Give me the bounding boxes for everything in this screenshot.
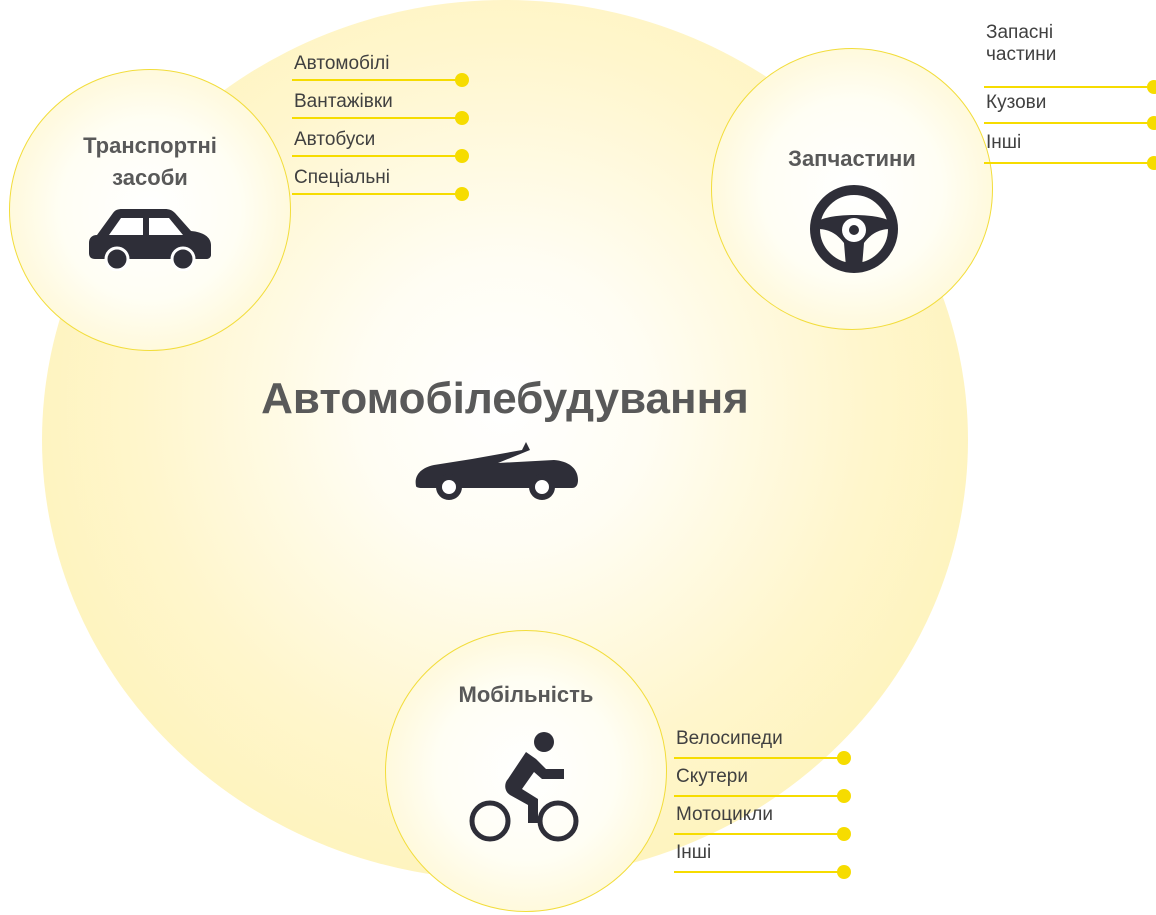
connector-line [292,79,464,81]
connector-line [984,122,1156,124]
list-item: Вантажівки [292,91,469,125]
list-item-label: Спеціальні [294,167,390,188]
list-item-label: Вантажівки [294,91,393,112]
list-item: Інші [984,132,1156,170]
convertible-car-icon [412,440,582,500]
list-item-label: Інші [676,842,712,863]
connector-line [674,833,846,835]
list-item: Велосипеди [674,728,851,765]
connector-line [984,162,1156,164]
connector-dot [455,187,469,201]
list-item: Мотоцикли [674,804,851,841]
connector-line [292,155,464,157]
connector-dot [455,73,469,87]
connector-line [674,795,846,797]
list-item: Інші [674,842,851,879]
list-item-label: Інші [986,132,1022,153]
list-item-label: Запасні частини [986,22,1057,65]
list-item: Запасні частини [984,22,1156,94]
list-item: Автомобілі [292,53,469,87]
connector-line [674,871,846,873]
parts-title: Запчастини [788,146,916,171]
list-item-label: Автобуси [294,129,376,150]
center-title: Автомобілебудування [261,374,749,423]
connector-dot [1147,116,1156,130]
steering-wheel-icon [808,183,900,275]
list-item: Скутери [674,766,851,803]
connector-dot [837,865,851,879]
connector-line [292,193,464,195]
connector-dot [837,827,851,841]
connector-dot [455,111,469,125]
connector-dot [455,149,469,163]
connector-line [984,86,1156,88]
connector-line [674,757,846,759]
connector-dot [837,751,851,765]
parts-node: Запчастини [711,48,993,330]
list-item-label: Автомобілі [294,53,390,74]
mobility-title: Мобільність [458,682,594,707]
list-item-label: Кузови [986,92,1047,113]
connector-dot [837,789,851,803]
car-icon [87,205,215,271]
list-item: Кузови [984,92,1156,130]
transport-title: Транспортні засоби [83,133,217,190]
mobility-node: Мобільність [385,630,667,912]
list-item: Автобуси [292,129,469,163]
connector-dot [1147,80,1156,94]
list-item-label: Велосипеди [676,728,783,749]
list-item: Спеціальні [292,167,469,201]
connector-dot [1147,156,1156,170]
transport-node: Транспортні засоби [9,69,291,351]
connector-line [292,117,464,119]
list-item-label: Мотоцикли [676,804,773,825]
list-item-label: Скутери [676,766,748,787]
cyclist-icon [464,727,584,847]
